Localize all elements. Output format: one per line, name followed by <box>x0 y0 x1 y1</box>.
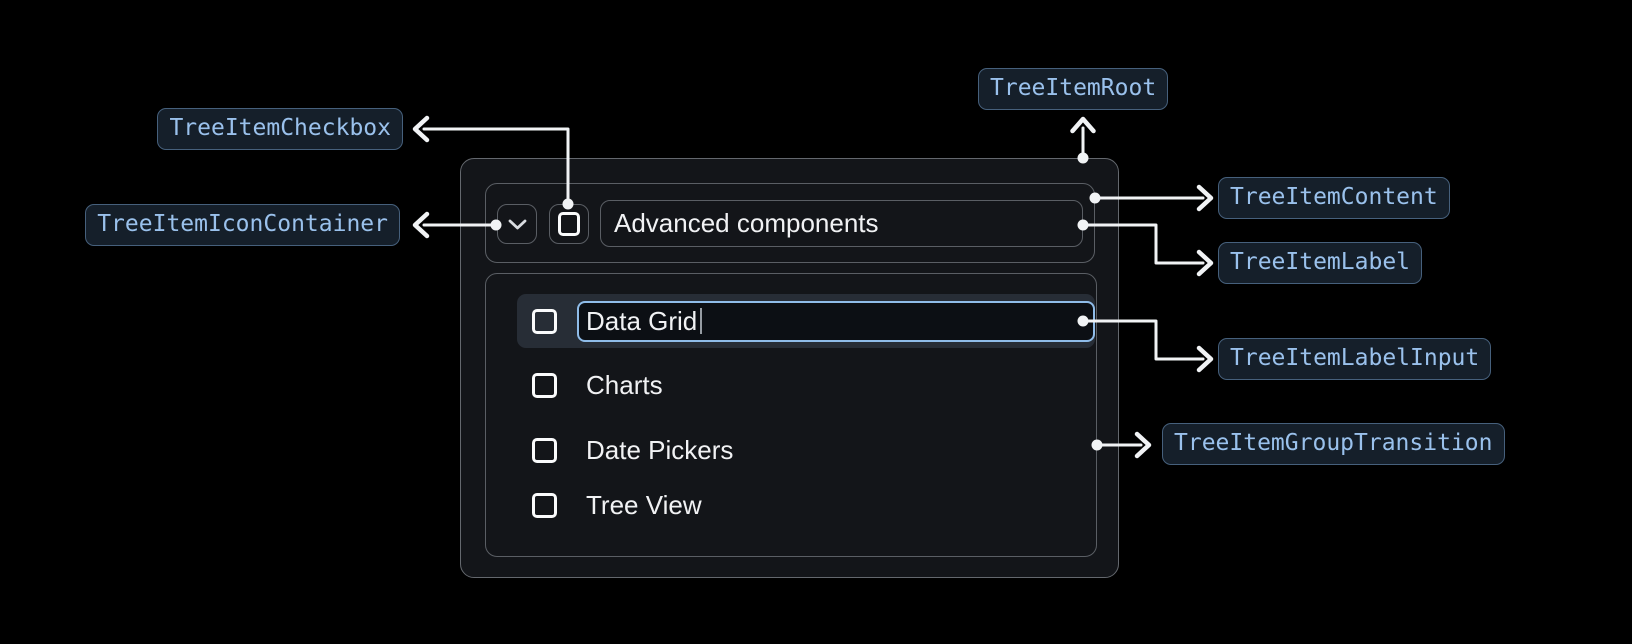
arrowhead-left-icon <box>412 211 430 239</box>
checkbox-icon <box>558 212 580 236</box>
tree-item-root <box>460 158 1119 578</box>
badge-tree-item-root: TreeItemRoot <box>978 68 1169 110</box>
arrowhead-right-icon <box>1196 345 1214 373</box>
checkbox-icon[interactable] <box>532 492 557 518</box>
badge-tree-item-content: TreeItemContent <box>1218 177 1450 219</box>
tree-row-tree-view[interactable]: Tree View <box>532 488 702 522</box>
badge-tree-item-checkbox: TreeItemCheckbox <box>157 108 403 150</box>
tree-item-label-input[interactable]: Data Grid <box>577 300 1095 342</box>
arrowhead-right-icon <box>1196 184 1214 212</box>
checkbox-icon[interactable] <box>532 437 557 463</box>
badge-tree-item-label-input: TreeItemLabelInput <box>1218 338 1492 380</box>
tree-item-checkbox-container[interactable] <box>549 204 589 244</box>
tree-row-charts[interactable]: Charts <box>532 368 663 402</box>
arrowhead-right-icon <box>1196 249 1214 277</box>
checkbox-icon[interactable] <box>532 372 557 398</box>
arrowhead-left-icon <box>412 115 430 143</box>
tree-row-label: Date Pickers <box>586 434 734 465</box>
tree-row-date-pickers[interactable]: Date Pickers <box>532 433 733 467</box>
checkbox-icon[interactable] <box>532 308 557 334</box>
tree-row-label: Charts <box>586 369 663 400</box>
text-cursor <box>700 308 703 334</box>
tree-item-label[interactable]: Advanced components <box>600 200 1083 247</box>
expand-button[interactable] <box>497 204 537 244</box>
tree-row-label: Tree View <box>586 489 702 520</box>
badge-tree-item-label: TreeItemLabel <box>1218 242 1423 284</box>
tree-item-group-transition <box>485 273 1097 557</box>
badge-tree-item-icon-container: TreeItemIconContainer <box>85 204 400 246</box>
arrowhead-right-icon <box>1134 431 1152 459</box>
arrowhead-up-icon <box>1070 116 1096 134</box>
badge-tree-item-group-transition: TreeItemGroupTransition <box>1162 423 1505 465</box>
tree-item-content[interactable] <box>485 183 1095 263</box>
connector-tree-item-root <box>1070 116 1096 164</box>
label-input-value: Data Grid <box>586 305 698 336</box>
chevron-down-icon <box>508 219 526 229</box>
tree-row-data-grid[interactable]: Data Grid <box>517 294 1095 348</box>
parent-label-text: Advanced components <box>614 208 879 238</box>
